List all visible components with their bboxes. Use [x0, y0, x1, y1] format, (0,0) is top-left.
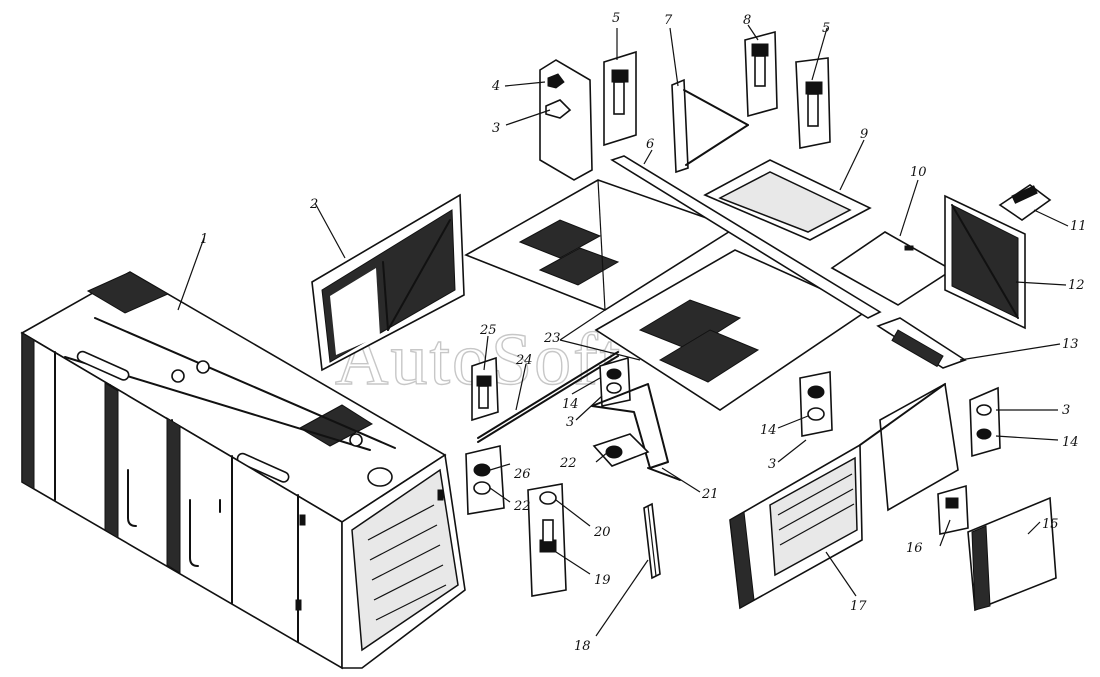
callout-24: 24 — [515, 353, 533, 368]
leader-lines — [177, 24, 1069, 637]
callout-12: 12 — [1068, 278, 1085, 293]
part-14-3-nuts-center — [599, 356, 631, 407]
callout-21: 21 — [701, 487, 719, 502]
part-11-bolt — [998, 184, 1052, 221]
callout-26: 26 — [513, 467, 531, 482]
part-3-14-nuts-far-right — [969, 386, 1001, 458]
callout-4: 4 — [491, 79, 500, 94]
floor-panel-left — [464, 179, 737, 311]
part-5-bolt-right — [795, 57, 831, 149]
part-21-bracket — [591, 383, 681, 481]
callout-7: 7 — [664, 13, 673, 28]
part-5-bolt-left — [603, 50, 637, 147]
part-15-panel — [967, 496, 1057, 612]
part-13-roller — [876, 317, 967, 369]
part-2-mesh-grille — [311, 193, 465, 372]
part-14-3-nuts-right — [799, 371, 833, 437]
part-4-3-nut-plate — [539, 59, 593, 181]
callout-22: 22 — [559, 456, 577, 471]
callout-3: 3 — [566, 415, 574, 430]
callout-19: 19 — [594, 573, 611, 588]
callout-5: 5 — [822, 21, 830, 36]
callout-23: 23 — [543, 331, 561, 346]
floor-rail-6 — [610, 155, 882, 319]
callout-8: 8 — [743, 13, 751, 28]
part-22-nut-center — [592, 433, 650, 467]
callout-3: 3 — [1062, 403, 1070, 418]
callout-20: 20 — [593, 525, 611, 540]
callout-25: 25 — [479, 323, 497, 338]
part-8-bolt — [744, 30, 778, 118]
part-9-cover-plate — [703, 159, 872, 241]
callout-9: 9 — [860, 127, 868, 142]
callout-3: 3 — [492, 121, 500, 136]
part-1-cabinet-box — [20, 271, 466, 670]
callout-16: 16 — [906, 541, 923, 556]
callout-1: 1 — [200, 232, 208, 247]
part-24-rod — [477, 351, 619, 443]
part-18-strip — [643, 502, 661, 580]
callout-13: 13 — [1062, 337, 1079, 352]
part-26-22-nuts — [465, 445, 505, 515]
callout-5: 5 — [612, 11, 620, 26]
callout-15: 15 — [1042, 517, 1059, 532]
callout-10: 10 — [910, 165, 927, 180]
part-20-19-bolt-plate — [527, 483, 567, 597]
callout-14: 14 — [760, 423, 777, 438]
callout-14: 14 — [1062, 435, 1079, 450]
callout-18: 18 — [574, 639, 591, 654]
part-25-bolt — [471, 356, 499, 422]
callout-14: 14 — [562, 397, 579, 412]
callout-labels: 1 2 3 4 5 6 7 8 5 9 10 11 12 13 23 25 24… — [200, 11, 1087, 654]
part-12-mesh-grille — [944, 194, 1026, 330]
callout-6: 6 — [646, 137, 654, 152]
callout-11: 11 — [1070, 219, 1087, 234]
callout-2: 2 — [309, 197, 318, 212]
callout-3: 3 — [768, 457, 776, 472]
part-16-bolt — [937, 484, 969, 535]
part-17-side-panel — [729, 382, 959, 610]
part-7-triangular-bracket — [671, 78, 749, 174]
callout-17: 17 — [850, 599, 867, 614]
callout-22: 22 — [513, 499, 531, 514]
